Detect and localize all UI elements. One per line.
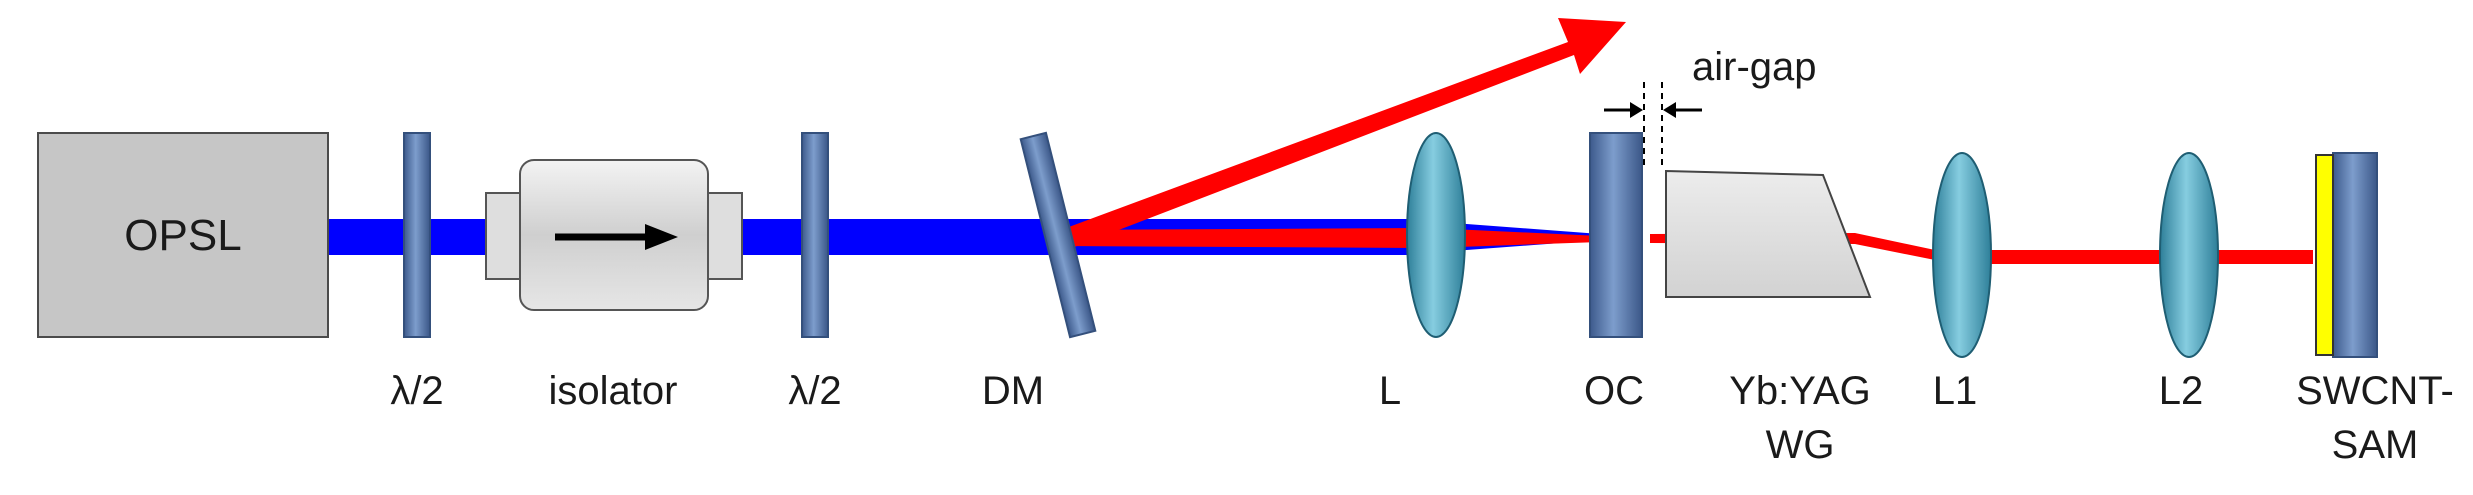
dichroic-mirror-label: DM	[982, 369, 1044, 413]
isolator-flange-right	[707, 192, 743, 280]
lens-l1	[1932, 152, 1992, 358]
swcnt-sam-label-line2: SAM	[2332, 423, 2419, 467]
air-gap-arrowhead-right	[1663, 102, 1676, 118]
air-gap-label: air-gap	[1692, 45, 1817, 89]
yb-yag-waveguide	[1665, 169, 1872, 298]
half-wave-plate-2-label: λ/2	[788, 369, 841, 413]
lens-l-label: L	[1379, 369, 1401, 413]
pump-beam-segment-2	[740, 219, 1060, 255]
isolator-label: isolator	[549, 369, 678, 413]
opsl-box	[37, 132, 329, 338]
output-beam-arrow	[1058, 18, 1626, 251]
waveguide-label-line2: WG	[1766, 423, 1835, 467]
lens-l2-label: L2	[2159, 369, 2204, 413]
air-gap-arrowhead-left	[1630, 102, 1643, 118]
isolator-flange-left	[485, 192, 521, 280]
waveguide-label-line1: Yb:YAG	[1729, 369, 1871, 413]
half-wave-plate-1-label: λ/2	[390, 369, 443, 413]
output-coupler-label: OC	[1584, 369, 1644, 413]
swcnt-absorber-layer	[2315, 154, 2334, 356]
half-wave-plate-2	[801, 132, 829, 338]
swcnt-sam-label-line1: SWCNT-	[2296, 369, 2454, 413]
lens-l2	[2159, 152, 2219, 358]
half-wave-plate-1	[403, 132, 431, 338]
dichroic-mirror	[1019, 131, 1097, 339]
opsl-label: OPSL	[124, 211, 241, 260]
isolator-arrow-icon	[645, 224, 678, 250]
swcnt-sam-substrate	[2332, 152, 2378, 358]
output-coupler	[1589, 132, 1643, 338]
lens-l	[1406, 132, 1466, 338]
lens-l1-label: L1	[1933, 369, 1978, 413]
